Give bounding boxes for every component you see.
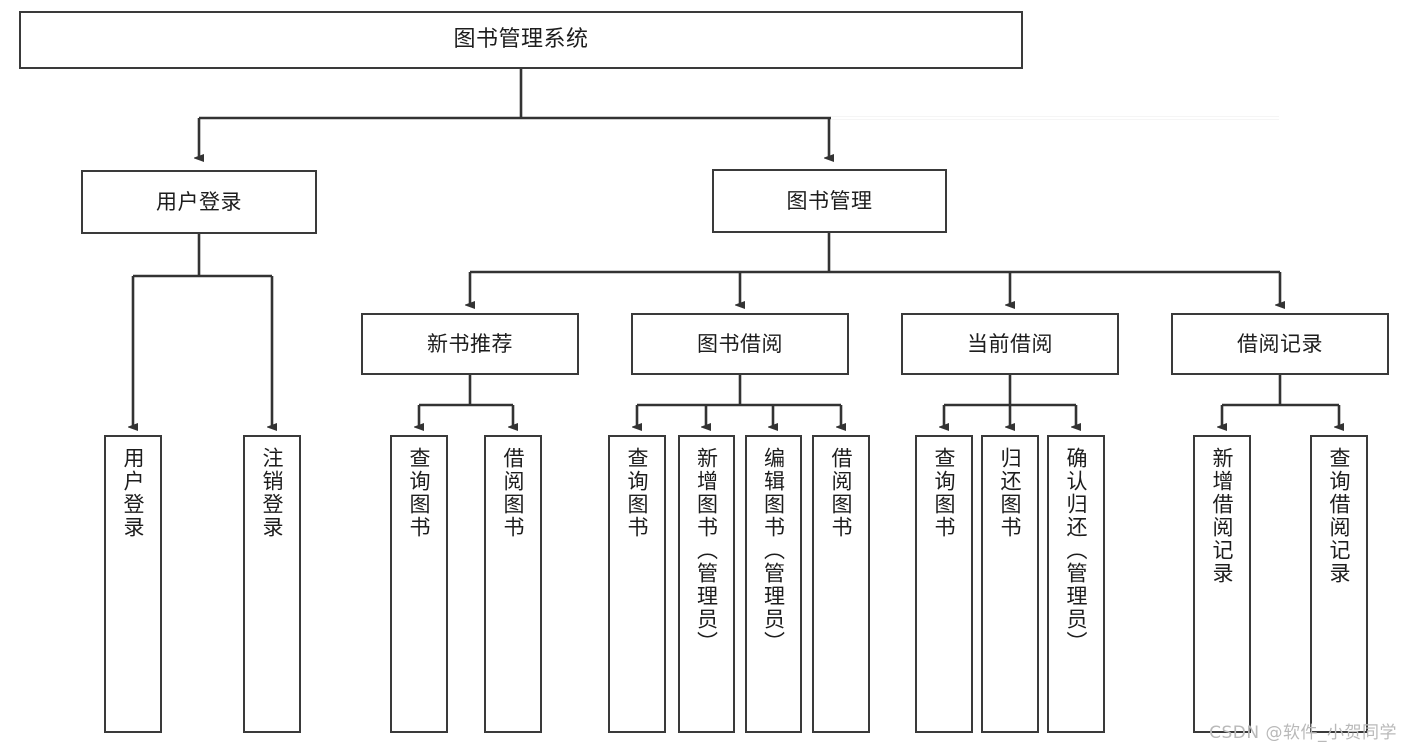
node-label: 新增图书（管理员） xyxy=(694,447,719,654)
node-leaf-return-book[interactable]: 归还图书 xyxy=(981,435,1039,733)
node-label: 图书管理系统 xyxy=(453,27,589,53)
node-label: 确认归还（管理员） xyxy=(1064,447,1089,654)
node-new-book-recommend[interactable]: 新书推荐 xyxy=(361,313,579,375)
node-label: 查询图书 xyxy=(625,447,650,539)
node-label: 编辑图书（管理员） xyxy=(761,447,786,654)
node-label: 查询图书 xyxy=(932,447,957,539)
node-book-borrow[interactable]: 图书借阅 xyxy=(631,313,849,375)
node-label: 归还图书 xyxy=(998,447,1023,539)
node-leaf-user-login[interactable]: 用户登录 xyxy=(104,435,162,733)
node-leaf-query-book-2[interactable]: 查询图书 xyxy=(608,435,666,733)
node-leaf-query-book-3[interactable]: 查询图书 xyxy=(915,435,973,733)
node-leaf-borrow-book-2[interactable]: 借阅图书 xyxy=(812,435,870,733)
node-leaf-query-record[interactable]: 查询借阅记录 xyxy=(1310,435,1368,733)
node-current-borrow[interactable]: 当前借阅 xyxy=(901,313,1119,375)
node-label: 借阅图书 xyxy=(501,447,526,539)
node-label: 新书推荐 xyxy=(427,331,513,356)
node-leaf-borrow-book-1[interactable]: 借阅图书 xyxy=(484,435,542,733)
node-label: 用户登录 xyxy=(121,447,146,539)
node-label: 借阅图书 xyxy=(829,447,854,539)
node-borrow-record[interactable]: 借阅记录 xyxy=(1171,313,1389,375)
node-leaf-query-book-1[interactable]: 查询图书 xyxy=(390,435,448,733)
node-book-management-system[interactable]: 图书管理系统 xyxy=(19,11,1023,69)
node-label: 图书管理 xyxy=(786,188,873,213)
node-leaf-edit-book[interactable]: 编辑图书（管理员） xyxy=(745,435,802,733)
node-label: 借阅记录 xyxy=(1237,331,1323,356)
node-label: 注销登录 xyxy=(260,447,285,539)
node-label: 新增借阅记录 xyxy=(1210,447,1235,585)
node-label: 用户登录 xyxy=(156,189,242,214)
node-label: 图书借阅 xyxy=(697,331,783,356)
node-leaf-add-book[interactable]: 新增图书（管理员） xyxy=(678,435,735,733)
node-label: 查询借阅记录 xyxy=(1327,447,1352,585)
node-label: 当前借阅 xyxy=(967,331,1053,356)
node-leaf-logout-login[interactable]: 注销登录 xyxy=(243,435,301,733)
node-leaf-add-record[interactable]: 新增借阅记录 xyxy=(1193,435,1251,733)
node-user-login[interactable]: 用户登录 xyxy=(81,170,317,234)
node-label: 查询图书 xyxy=(407,447,432,539)
node-leaf-confirm-return[interactable]: 确认归还（管理员） xyxy=(1047,435,1105,733)
node-book-management[interactable]: 图书管理 xyxy=(712,169,947,233)
